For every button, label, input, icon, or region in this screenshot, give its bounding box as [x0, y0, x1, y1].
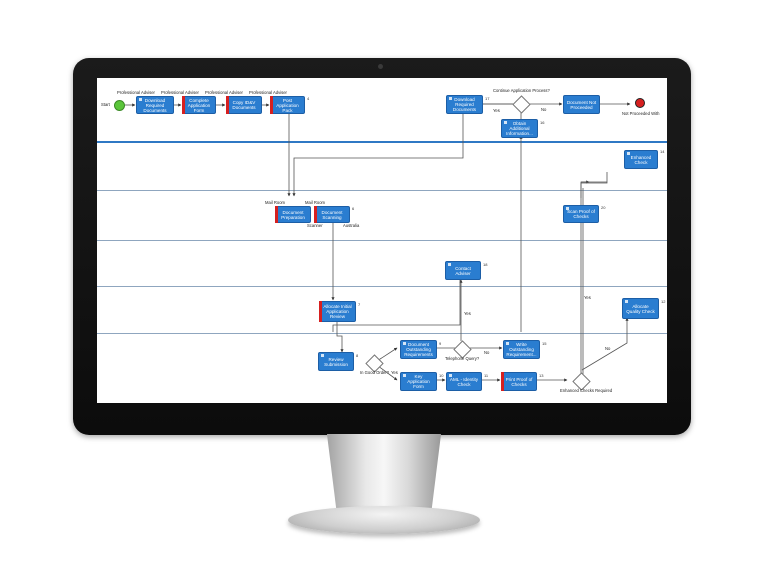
camera-dot	[378, 64, 383, 69]
end-event[interactable]	[635, 98, 645, 108]
task-contact-adviser[interactable]: Contact Adviser	[445, 261, 481, 280]
role-label: Professional Adviser	[205, 90, 243, 95]
role-label: Scanner	[307, 223, 323, 228]
connector-lines	[125, 102, 631, 382]
task-not-proceeded[interactable]: Document Not Proceeded	[563, 95, 600, 114]
task-number: 18	[483, 262, 488, 267]
task-number: 9	[439, 341, 442, 346]
task-review-submission[interactable]: Review Submission	[318, 352, 354, 371]
task-number: 7	[358, 302, 361, 307]
process-diagram-canvas[interactable]: Start Not Proceeded With Professional Ad…	[97, 78, 667, 403]
task-allocate-initial-review[interactable]: Allocate Initial Application Review	[319, 301, 356, 322]
edge-label-no: No	[484, 350, 490, 355]
swimlane-divider	[97, 190, 667, 191]
task-document-scanning[interactable]: Document Scanning	[314, 206, 350, 223]
edge-label-yes: Yes	[493, 108, 500, 113]
gateway-label: Telephone Query?	[445, 356, 480, 361]
task-allocate-quality-check[interactable]: Allocate Quality Check	[622, 298, 659, 319]
start-event[interactable]	[114, 100, 125, 111]
swimlane-divider	[97, 141, 667, 143]
task-number: 11	[484, 373, 489, 378]
task-document-outstanding[interactable]: Document Outstanding Requirements	[400, 340, 437, 359]
task-key-application-form[interactable]: Key Application Form	[400, 372, 437, 391]
gateway-label: Continue Application Process?	[493, 88, 550, 93]
task-aml-identity-check[interactable]: AML - Identity Check	[446, 372, 482, 391]
edge-label-no: No	[541, 107, 547, 112]
swimlane-divider	[97, 240, 667, 241]
task-scan-proof[interactable]: Scan Proof of Checks	[563, 205, 599, 223]
end-label: Not Proceeded With	[622, 111, 660, 116]
task-number: 17	[485, 96, 490, 101]
role-label: Professional Adviser	[161, 90, 199, 95]
task-post-pack[interactable]: Post Application Pack	[270, 96, 305, 114]
monitor-stand-neck	[326, 434, 442, 514]
role-label: Mail Room	[265, 200, 286, 205]
edge-label-yes: Yes	[391, 370, 398, 375]
task-enhanced-check[interactable]: Enhanced Check	[624, 150, 658, 169]
task-number: 12	[661, 299, 666, 304]
role-label: Professional Adviser	[249, 90, 287, 95]
task-document-preparation[interactable]: Document Preparation	[275, 206, 311, 223]
edge-label-yes: Yes	[584, 295, 591, 300]
start-label: Start	[101, 102, 110, 107]
gateway-label: Enhanced Checks Required	[560, 388, 613, 393]
task-number: 15	[542, 341, 547, 346]
task-number: 14	[660, 149, 665, 154]
role-label: Professional Adviser	[117, 90, 155, 95]
role-label: Mail Room	[305, 200, 326, 205]
task-number: 16	[540, 120, 545, 125]
task-number: 13	[539, 373, 544, 378]
edge-label-yes: Yes	[464, 311, 471, 316]
task-download-documents-2[interactable]: Download Required Documents	[446, 95, 483, 114]
task-copy-idv[interactable]: Copy ID&V Documents	[226, 96, 262, 114]
swimlane-divider	[97, 333, 667, 334]
monitor-stand-base	[288, 506, 480, 534]
edge-label-no: No	[605, 346, 611, 351]
task-number: 8	[356, 353, 359, 358]
swimlane-divider	[97, 286, 667, 287]
task-complete-application[interactable]: Complete Application Form	[182, 96, 216, 114]
task-number: 4	[307, 96, 310, 101]
task-number: 6	[352, 206, 355, 211]
task-obtain-information[interactable]: Obtain Additional Information...	[501, 119, 538, 138]
task-print-proof[interactable]: Print Proof of Checks	[501, 372, 537, 391]
task-number: 20	[601, 205, 606, 210]
role-label: Australia	[343, 223, 360, 228]
task-download-documents[interactable]: Download Required Documents	[136, 96, 174, 114]
task-number: 10	[439, 373, 444, 378]
task-write-outstanding[interactable]: Write Outstanding Requirement...	[503, 340, 540, 359]
gateway-label: In Good Order?	[360, 370, 390, 375]
